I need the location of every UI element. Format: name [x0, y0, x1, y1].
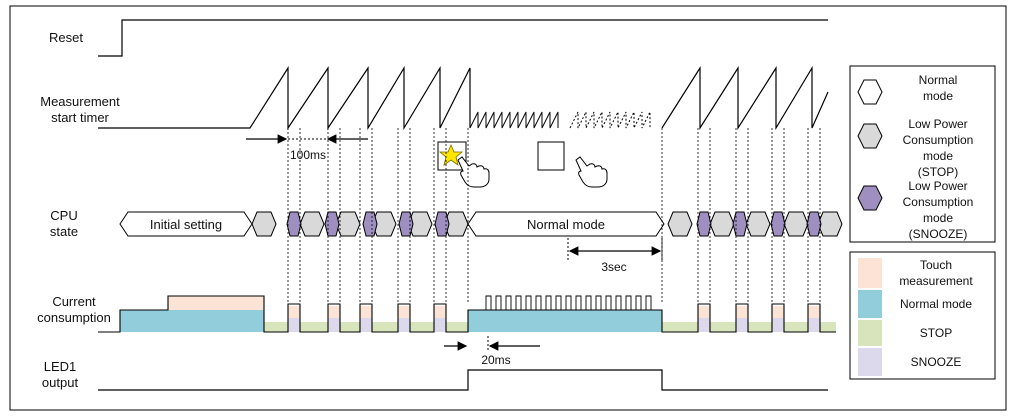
timer-sawtooth-1	[98, 65, 471, 131]
current-snooze-pulse	[808, 318, 820, 332]
cpu-stop-hex	[709, 211, 735, 237]
cpu-snooze-hex	[434, 211, 450, 237]
current-touch-pulse	[434, 306, 446, 318]
label-cpu-2: state	[50, 224, 78, 239]
current-touch-pulse	[698, 306, 710, 318]
current-snooze-pulse	[328, 318, 340, 332]
timer-fast-sawtooth	[469, 111, 559, 129]
timer-waveform	[98, 65, 829, 131]
legend-current-label: STOP	[920, 326, 952, 340]
current-outline	[98, 295, 836, 333]
current-snooze-pulse	[288, 318, 300, 332]
current-normal-main	[468, 310, 662, 332]
cpu-snooze-hex	[398, 211, 414, 237]
label-timer-2: start timer	[51, 110, 109, 125]
cpu-snooze-hex	[362, 211, 378, 237]
label-led-2: output	[42, 375, 79, 390]
legend-current-label: measurement	[899, 274, 973, 288]
legend-current-swatch	[858, 348, 882, 376]
cpu-normal-label: Normal mode	[527, 217, 605, 232]
legend-state-label: Consumption	[903, 195, 974, 209]
cpu-initial-label: Initial setting	[150, 217, 222, 232]
current-touch-pulse	[360, 306, 372, 318]
legend-current-swatch	[858, 320, 882, 346]
legend-state-label: (STOP)	[918, 165, 958, 179]
cpu-stop-hex	[251, 211, 277, 237]
cpu-stop-hex	[783, 211, 809, 237]
current-touch-pulse	[736, 306, 748, 318]
cpu-stop-hex	[745, 211, 771, 237]
legend-state-label: (SNOOZE)	[909, 227, 968, 241]
label-led-1: LED1	[44, 359, 77, 374]
legend-state-hex	[857, 185, 883, 211]
legend-current-label: Normal mode	[900, 297, 972, 311]
cpu-stop-hex	[407, 211, 433, 237]
legend-state-label: mode	[923, 211, 953, 225]
legend-current-swatch	[858, 258, 882, 288]
current-touch-pulse	[808, 306, 820, 318]
legend-state-label: Consumption	[903, 133, 974, 147]
led1-waveform	[98, 369, 828, 391]
cpu-stop-hex	[667, 211, 693, 237]
cpu-snooze-hex	[732, 211, 748, 237]
interval-20ms-label: 20ms	[481, 353, 510, 367]
legend-state-label: mode	[923, 89, 953, 103]
cpu-state-row: Initial setting Normal mode	[119, 211, 843, 237]
current-snooze-pulse	[698, 318, 710, 332]
current-touch-pulse	[398, 306, 410, 318]
cpu-stop-hex	[817, 211, 843, 237]
cpu-snooze-hex	[286, 211, 302, 237]
cpu-stop-hex	[299, 211, 325, 237]
cpu-snooze-hex	[806, 211, 822, 237]
legend-state-label: Low Power	[908, 117, 967, 131]
cpu-stop-hex	[371, 211, 397, 237]
legend-state-label: Low Power	[908, 179, 967, 193]
label-reset: Reset	[49, 30, 83, 45]
label-current-2: consumption	[37, 310, 111, 325]
hand-pointer-icon-2	[575, 156, 608, 188]
current-touch-initial	[168, 296, 264, 310]
legend-current-label: Touch	[920, 258, 952, 272]
outer-frame	[9, 5, 1007, 411]
timer-fast-sawtooth-dotted	[569, 111, 651, 129]
label-timer-1: Measurement	[40, 94, 120, 109]
current-snooze-pulse	[398, 318, 410, 332]
current-consumption-row	[98, 295, 836, 333]
cpu-snooze-hex	[770, 211, 786, 237]
legend-current-swatch	[858, 290, 882, 318]
interval-100ms-label: 100ms	[290, 148, 326, 162]
current-touch-pulse	[288, 306, 300, 318]
touch-box-empty	[537, 141, 565, 171]
label-current-1: Current	[52, 294, 96, 309]
label-cpu-1: CPU	[50, 208, 77, 223]
interval-3sec-label: 3sec	[601, 260, 626, 274]
current-snooze-pulse	[772, 318, 784, 332]
reset-waveform	[98, 19, 828, 57]
current-measure-pulses	[485, 295, 652, 310]
cpu-snooze-hex	[324, 211, 340, 237]
timer-sawtooth-2	[661, 65, 829, 131]
current-snooze-pulse	[736, 318, 748, 332]
current-touch-pulse	[772, 306, 784, 318]
current-normal-initial	[120, 310, 264, 332]
legend-state-label: mode	[923, 149, 953, 163]
cpu-normal-mode	[467, 211, 665, 237]
current-snooze-pulse	[360, 318, 372, 332]
cpu-snooze-hex	[696, 211, 712, 237]
legend-state-hex	[857, 123, 883, 149]
hand-pointer-icon	[457, 156, 490, 188]
current-touch-pulse	[328, 306, 340, 318]
current-snooze-pulse	[434, 318, 446, 332]
legend-state-label: Normal	[919, 73, 958, 87]
legend-state-hex	[857, 79, 883, 105]
vertical-guides	[287, 128, 821, 304]
legend-current-label: SNOOZE	[911, 355, 962, 369]
